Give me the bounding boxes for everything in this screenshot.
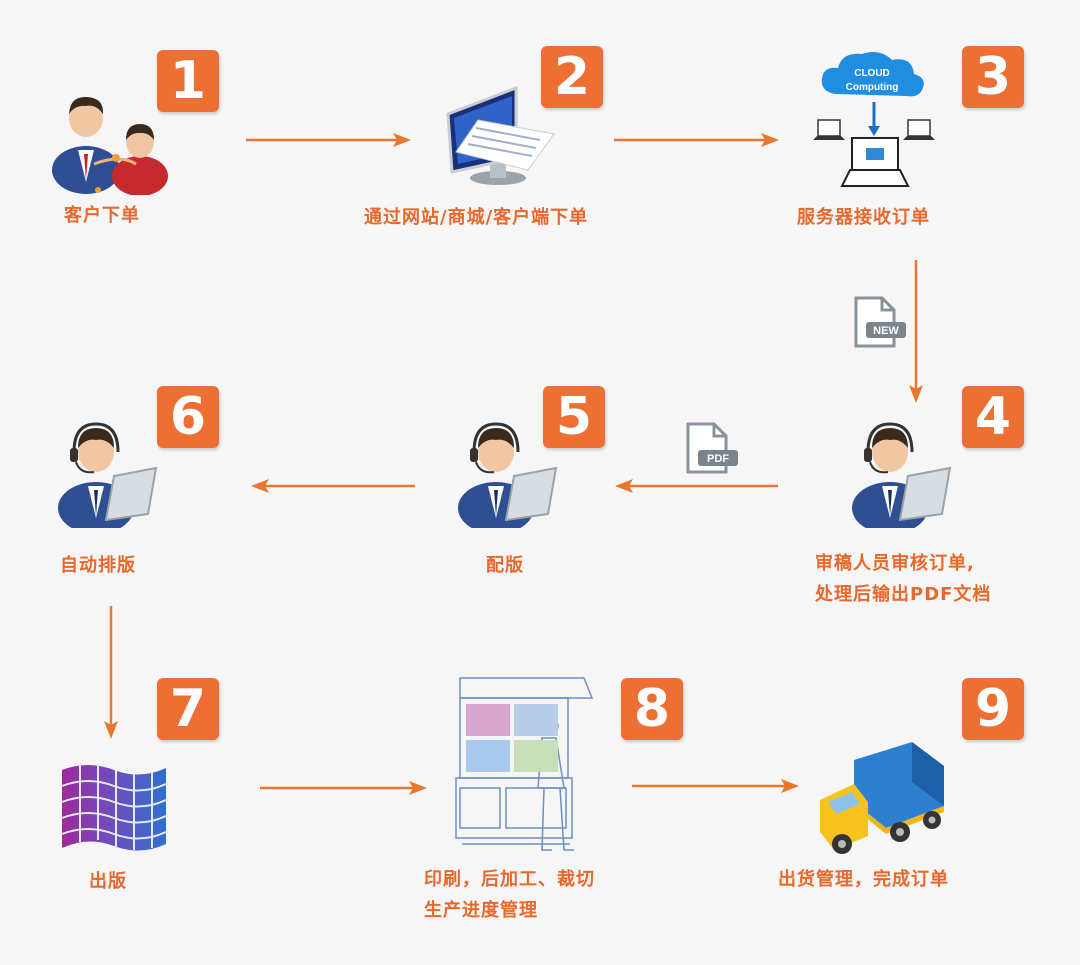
new-document-icon: NEW: [854, 296, 906, 348]
step-3-label: 服务器接收订单: [797, 207, 930, 228]
step-5-badge: 5: [543, 386, 605, 448]
step-4-badge: 4: [962, 386, 1024, 448]
reviewer-operator-icon: [852, 422, 952, 528]
step-4-label-line-2: 处理后输出PDF文档: [815, 584, 992, 605]
step-8-badge: 8: [621, 678, 683, 740]
step-6-badge: 6: [157, 386, 219, 448]
step-8-label: 印刷，后加工、裁切 生产进度管理: [424, 864, 595, 926]
step-1-badge: 1: [157, 50, 219, 112]
imposition-operator-icon: [58, 422, 158, 528]
customers-handshake-icon: [52, 96, 168, 195]
step-4-label-line-1: 审稿人员审核订单,: [815, 553, 975, 574]
cloud-title: CLOUD: [854, 68, 890, 79]
step-8-label-line-2: 生产进度管理: [424, 900, 538, 921]
printing-press-icon: [455, 677, 594, 851]
plate-operator-icon: [458, 422, 558, 528]
step-8-label-line-1: 印刷，后加工、裁切: [424, 869, 595, 890]
step-9-badge: 9: [962, 678, 1024, 740]
step-4-label: 审稿人员审核订单, 处理后输出PDF文档: [815, 548, 991, 610]
step-2-label: 通过网站/商城/客户端下单: [364, 207, 589, 228]
step-2-badge: 2: [541, 46, 603, 108]
step-7-label: 出版: [89, 871, 127, 892]
cloud-subtitle: Computing: [846, 82, 899, 93]
step-3-badge: 3: [962, 46, 1024, 108]
step-9-label: 出货管理，完成订单: [778, 869, 949, 890]
pdf-document-icon: PDF: [686, 422, 738, 474]
step-6-label: 自动排版: [60, 555, 136, 576]
pdf-document-tag: PDF: [707, 453, 729, 465]
website-monitor-icon: [446, 85, 555, 185]
color-plate-icon: [61, 764, 167, 851]
delivery-truck-icon: [820, 742, 944, 854]
step-1-label: 客户下单: [64, 205, 140, 226]
new-document-tag: NEW: [873, 325, 899, 337]
step-5-label: 配版: [486, 555, 524, 576]
step-7-badge: 7: [157, 678, 219, 740]
cloud-server-icon: CLOUD Computing: [813, 52, 935, 187]
